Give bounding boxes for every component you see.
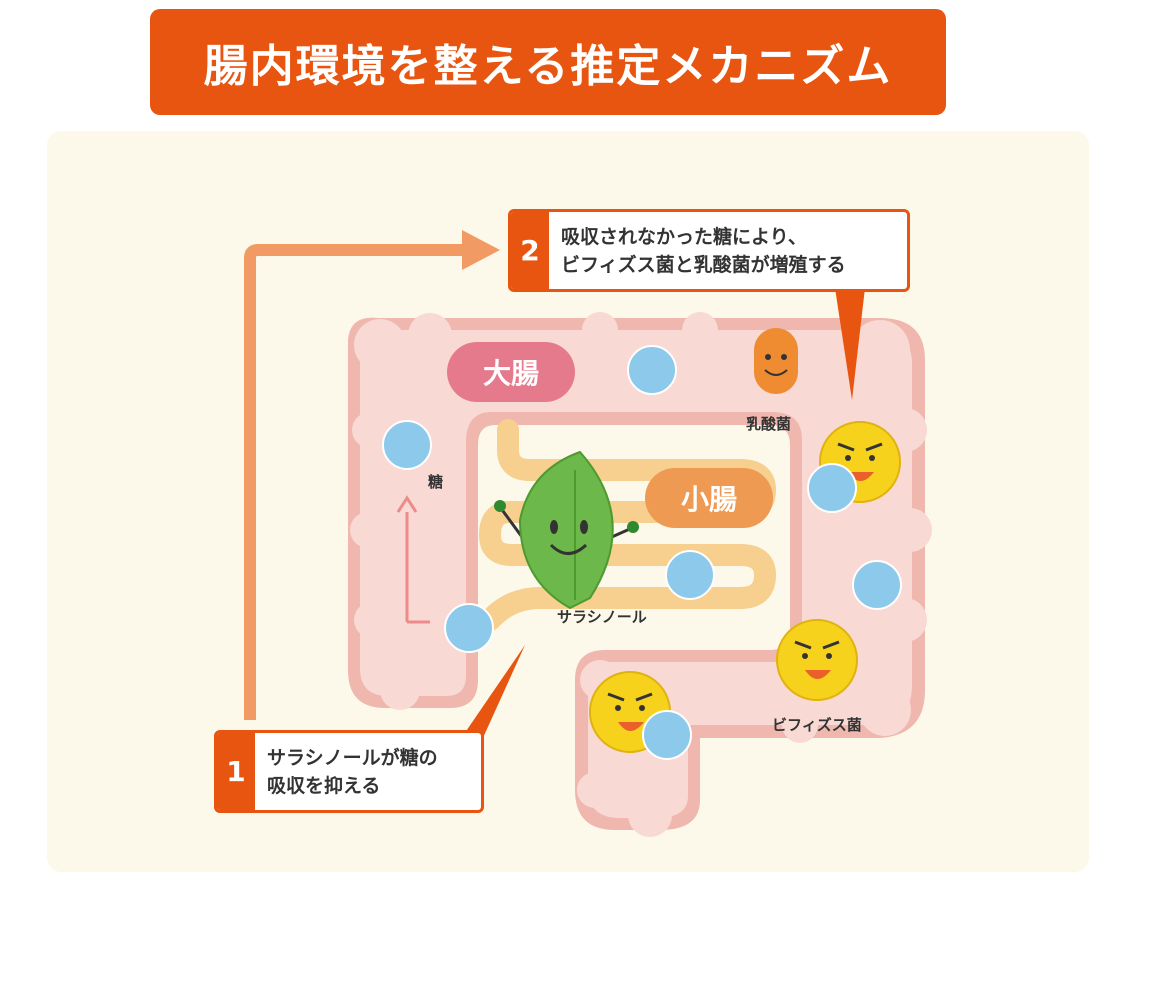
sugar-icon xyxy=(665,550,715,600)
callout-1-pointer xyxy=(460,645,525,740)
page-title: 腸内環境を整える推定メカニズム xyxy=(203,41,893,92)
bifidobacteria-icon xyxy=(776,619,858,701)
sugar-molecules xyxy=(382,345,902,653)
lactic-bacteria-icon xyxy=(754,328,798,394)
sugar-icon xyxy=(627,345,677,395)
sugar-icon xyxy=(642,710,692,760)
salacinol-character xyxy=(494,450,639,610)
callout-2-line1: 吸収されなかった糖により、 xyxy=(561,225,807,248)
sugar-icon xyxy=(382,420,432,470)
title-banner: 腸内環境を整える推定メカニズム xyxy=(150,9,946,115)
callout-2-number: 2 xyxy=(511,212,549,289)
callout-1: 1 サラシノールが糖の 吸収を抑える xyxy=(214,730,484,813)
sugar-icon xyxy=(444,603,494,653)
sugar-label: 糖 xyxy=(428,473,444,491)
sugar-icon xyxy=(852,560,902,610)
callout-2: 2 吸収されなかった糖により、 ビフィズス菌と乳酸菌が増殖する xyxy=(508,209,910,292)
small-intestine-label: 小腸 xyxy=(645,468,773,528)
sugar-arrow xyxy=(396,495,430,624)
salacinol-label: サラシノール xyxy=(557,608,647,626)
callout-1-number: 1 xyxy=(217,733,255,810)
callout-2-pointer xyxy=(835,288,865,400)
large-intestine-label: 大腸 xyxy=(447,342,575,402)
lactic-bacteria-label: 乳酸菌 xyxy=(746,415,792,433)
large-intestine xyxy=(348,312,932,837)
callout-1-line2: 吸収を抑える xyxy=(267,774,381,797)
flow-arrow xyxy=(244,230,500,720)
bifidobacteria-label: ビフィズス菌 xyxy=(772,716,862,734)
sugar-icon xyxy=(807,463,857,513)
sugar-on-bacteria xyxy=(642,463,857,760)
callout-1-line1: サラシノールが糖の xyxy=(267,746,438,769)
callout-2-line2: ビフィズス菌と乳酸菌が増殖する xyxy=(561,253,846,276)
